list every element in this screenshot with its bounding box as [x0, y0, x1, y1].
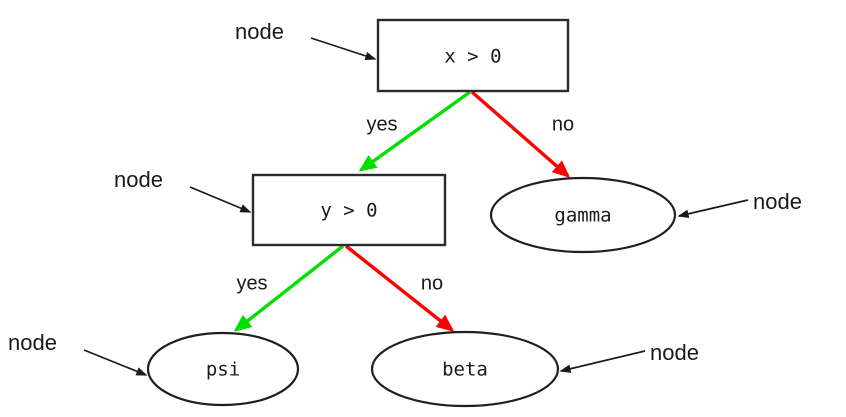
edge-root-yes-inner: yes [358, 90, 471, 172]
node-psi-label: psi [206, 359, 240, 381]
annotation-gamma-arrow [677, 199, 749, 218]
edge-line-root-no [470, 90, 571, 178]
annotation-inner: node [114, 167, 252, 213]
node-psi[interactable]: psi [146, 331, 300, 407]
edge-inner-no-beta: no [344, 244, 455, 332]
annotation-root-arrow [310, 37, 377, 61]
annotation-beta-arrow [559, 350, 646, 373]
annotation-psi: node [8, 330, 148, 376]
node-psi-ellipse [146, 331, 300, 407]
edge-label-inner-yes: yes [236, 272, 267, 294]
edge-label-root-no: no [552, 113, 574, 135]
node-gamma-ellipse [489, 176, 677, 254]
node-gamma-label: gamma [554, 205, 611, 227]
edge-line-inner-no [344, 244, 455, 332]
node-beta-ellipse [370, 330, 560, 408]
annotation-beta: node [559, 340, 699, 373]
annotation-psi-label: node [8, 330, 57, 355]
edge-line-root-yes [358, 90, 471, 172]
node-beta-label: beta [442, 359, 488, 381]
node-inner-rect [251, 173, 447, 247]
node-beta[interactable]: beta [370, 330, 560, 408]
annotation-inner-arrow [189, 186, 252, 213]
node-gamma[interactable]: gamma [489, 176, 677, 254]
edge-label-inner-no: no [421, 272, 443, 294]
edge-line-inner-yes [233, 244, 345, 332]
edge-inner-yes-psi: yes [233, 244, 345, 332]
annotation-inner-label: node [114, 167, 163, 192]
edge-root-no-gamma: no [470, 90, 574, 178]
edge-label-root-yes: yes [366, 113, 397, 135]
node-root-rect [376, 18, 570, 93]
node-root[interactable]: x > 0 [376, 18, 570, 93]
node-inner[interactable]: y > 0 [251, 173, 447, 247]
node-inner-label: y > 0 [320, 200, 377, 222]
node-root-label: x > 0 [444, 46, 501, 68]
annotation-beta-label: node [650, 340, 699, 365]
annotation-gamma-label: node [753, 189, 802, 214]
annotation-gamma: node [677, 189, 802, 218]
annotation-root: node [235, 19, 377, 61]
annotation-psi-arrow [83, 349, 148, 376]
annotation-root-label: node [235, 19, 284, 44]
